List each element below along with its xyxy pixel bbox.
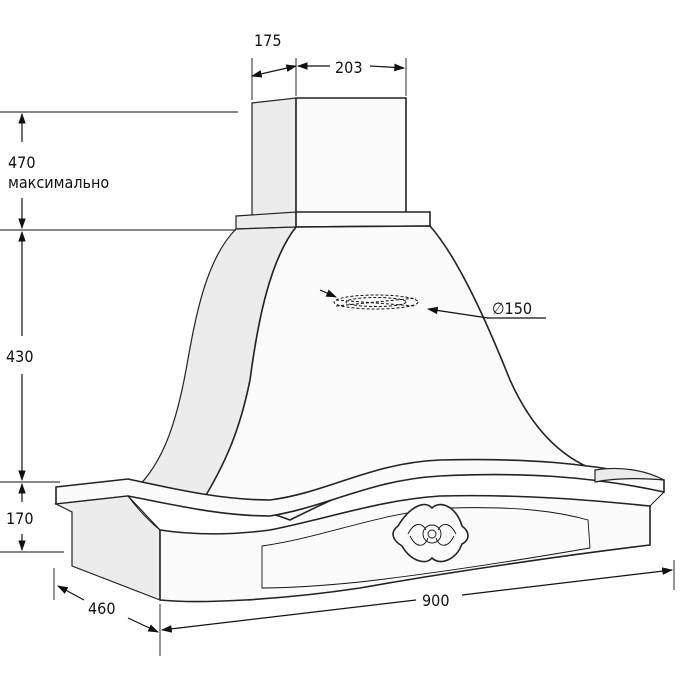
duct-height-value: 470 bbox=[8, 153, 35, 172]
hood-height-value: 430 bbox=[6, 347, 33, 366]
dimension-outlet-diameter: ∅150 bbox=[319, 289, 546, 319]
duct-depth-value: 175 bbox=[254, 31, 281, 50]
duct-collar bbox=[235, 211, 431, 230]
dimension-duct-width: 203 bbox=[296, 58, 407, 96]
width-value: 900 bbox=[422, 591, 449, 610]
outlet-hole bbox=[333, 294, 419, 310]
dimension-base-height: 170 bbox=[0, 482, 64, 553]
dimension-depth: 460 bbox=[53, 568, 161, 656]
base-height-value: 170 bbox=[6, 509, 33, 528]
dimension-duct-height: 470 максимально bbox=[0, 111, 238, 231]
outlet-diameter-value: ∅150 bbox=[492, 299, 532, 318]
decorative-rosette-icon bbox=[392, 503, 469, 563]
dimension-hood-height: 430 bbox=[0, 230, 60, 483]
duct-width-value: 203 bbox=[335, 58, 362, 77]
dimension-duct-depth: 175 bbox=[250, 31, 298, 100]
duct-height-note: максимально bbox=[8, 173, 109, 192]
depth-value: 460 bbox=[88, 599, 115, 618]
dimension-width: 900 bbox=[160, 560, 675, 633]
chimney-duct bbox=[251, 97, 407, 217]
